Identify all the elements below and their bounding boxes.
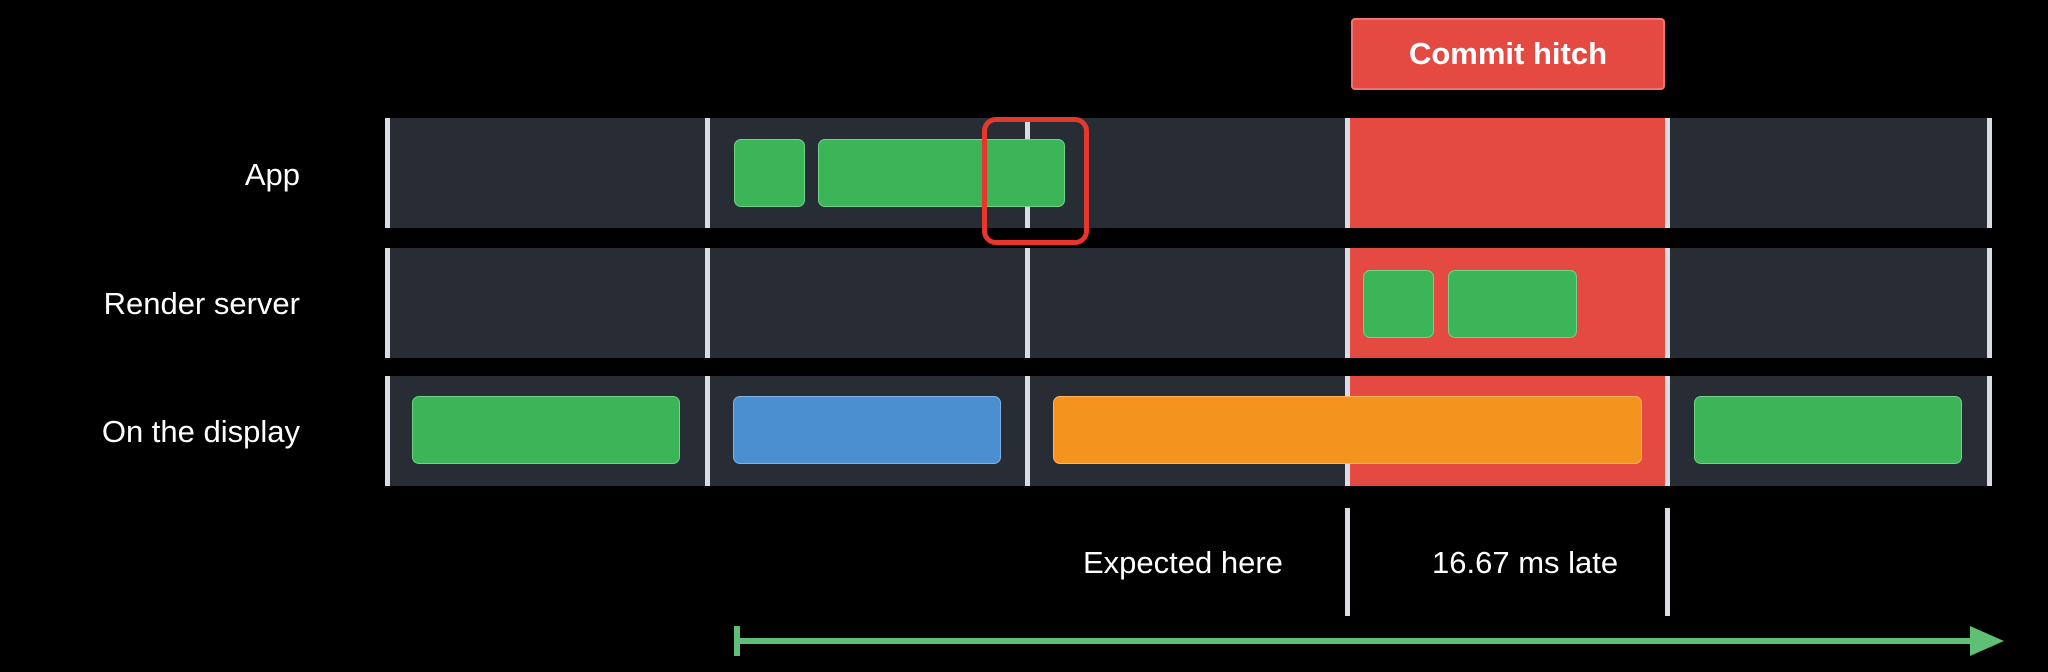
render-server-frame-block [1363,270,1434,338]
late-marker [1665,508,1670,616]
display-frame-blue [733,396,1001,464]
frame-divider [1025,376,1030,486]
hitch-band-app [1348,118,1668,228]
row-label-on-the-display: On the display [101,414,300,449]
timeline-line [737,638,1993,644]
frame-divider [385,118,390,228]
commit-hitch-badge: Commit hitch [1351,18,1665,90]
expected-marker [1345,508,1350,616]
frame-divider [1987,376,1992,486]
display-frame-green [412,396,680,464]
row-label-render-server: Render server [103,286,300,321]
track-render-server [388,248,1992,358]
frame-divider [385,376,390,486]
app-frame-block-late [818,139,1065,207]
late-commit-highlight [982,117,1089,245]
app-frame-block [734,139,805,207]
display-frame-orange-repeated [1053,396,1642,464]
expected-here-label: Expected here [1083,545,1283,580]
frame-divider [1345,248,1350,358]
frame-divider [1665,376,1670,486]
frame-divider [705,248,710,358]
row-label-app: App [244,157,300,192]
frame-divider [1987,248,1992,358]
frame-divider [1665,118,1670,228]
frame-divider [1025,248,1030,358]
frame-divider [1665,248,1670,358]
frame-divider [705,118,710,228]
frame-divider [1987,118,1992,228]
frame-divider [385,248,390,358]
late-duration-label: 16.67 ms late [1432,545,1619,580]
render-server-frame-block [1448,270,1577,338]
frame-divider [1345,118,1350,228]
display-frame-green [1694,396,1962,464]
frame-divider [705,376,710,486]
track-app [388,118,1992,228]
timeline-arrowhead [1970,626,2004,656]
